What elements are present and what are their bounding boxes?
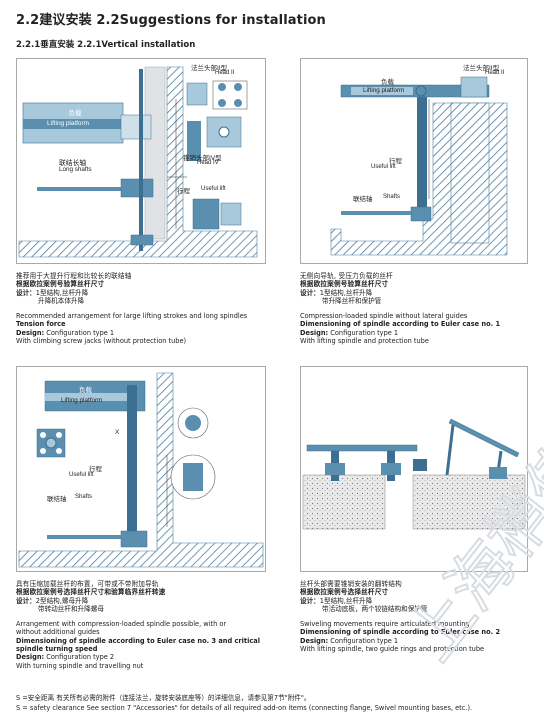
caption-1: 推荐用于大提升行程和比较长的联结轴 根据欧拉案例号验算丝杆尺寸 设计：1型结构,… [16, 272, 276, 345]
caption-3-zh3a: 设计： [16, 596, 36, 605]
caption-1-zh3b: 1型结构,丝杆升降 [35, 288, 89, 297]
diagram-panel-4 [300, 366, 528, 572]
caption-4-en2: Dimensioning of spindle according to Eul… [300, 628, 501, 637]
caption-2-en2: Dimensioning of spindle according to Eul… [300, 320, 501, 329]
caption-4-zh3b: 1型结构,丝杆升降 [319, 596, 373, 605]
caption-2-zh3a: 设计： [300, 288, 320, 297]
caption-4-zh2: 根据欧拉案例号选择丝杆尺寸 [300, 588, 389, 597]
shaft-label-en: Long shafts [59, 166, 92, 173]
caption-4-en3b: Configuration type 1 [328, 636, 399, 645]
caption-1-en1: Recommended arrangement for large liftin… [16, 312, 248, 321]
platform-label-en: Lifting platform [47, 120, 89, 127]
caption-1-en3b: Configuration type 1 [44, 328, 115, 337]
caption-1-en4: With climbing screw jacks (without prote… [16, 337, 187, 346]
wall-hatch [18, 66, 258, 258]
shaft3-zh: 联结轴 [47, 496, 67, 503]
flange2-zh: 法兰头部II型 [463, 65, 500, 72]
caption-3: 具有压缩加载丝杆的布置，可带或不带附加导轨 根据欧拉案例号选择丝杆尺寸和验算临界… [16, 580, 286, 670]
caption-1-zh4: 升降机本体升降 [38, 296, 85, 305]
caption-1-zh1: 推荐用于大提升行程和比较长的联结轴 [16, 272, 132, 280]
diagram-panel-3: 负载 Lifting platform X 行程 Useful lift 联结轴… [16, 366, 266, 572]
lift3-en: Useful lift [69, 472, 94, 478]
nut-label-zh: 锥销头部IV型 [183, 155, 222, 162]
caption-3-zh4: 带转动丝杆和升降螺母 [38, 604, 104, 613]
footer-note-zh: S =安全距离 有关所有必需的附件（连接法兰，旋转安装底座等）的详细信息，请参见… [16, 694, 311, 702]
lift-label-en: Useful lift [201, 186, 226, 192]
nut-label-en: Head IV [197, 160, 219, 166]
caption-3-zh1: 具有压缩加载丝杆的布置，可带或不带附加导轨 [16, 580, 159, 588]
caption-2-zh3b: 1型结构,丝杆升降 [319, 288, 373, 297]
x-label: X [115, 429, 120, 436]
caption-3-zh2: 根据欧拉案例号选择丝杆尺寸和验算临界丝杆转速 [16, 588, 166, 597]
flange-label-zh: 法兰头部II型 [191, 65, 228, 72]
caption-2-en4: With lifting spindle and protection tube [300, 337, 429, 346]
platform3-zh: 负载 [79, 387, 92, 394]
shaft3-en: Shafts [75, 494, 93, 500]
diagram-panel-2: 负载 Lifting platform 法兰头部II型 Head II 行程 U… [300, 58, 528, 264]
platform2-zh: 负载 [381, 79, 394, 86]
caption-3-en1: Arrangement with compression-loaded spin… [16, 620, 227, 629]
platform2-en: Lifting platform [363, 87, 405, 94]
caption-1-en3a: Design: [16, 328, 45, 337]
caption-2-zh4: 带升降丝杆和保护管 [322, 296, 382, 305]
shaft2-zh: 联结轴 [353, 196, 373, 203]
shaft2-en: Shafts [383, 194, 401, 200]
caption-3-en1b: without additional guides [16, 628, 100, 637]
flange2-en: Head II [485, 70, 505, 76]
platform-label-zh: 负载 [68, 110, 82, 117]
caption-4-en1: Swiveling movements require articulated … [300, 620, 470, 629]
caption-2-en1: Compression-loaded spindle without later… [300, 312, 468, 321]
caption-3-en3b: Configuration type 2 [44, 653, 115, 662]
shaft-label-zh: 联结长轴 [59, 160, 87, 167]
diagram-panel-1: 负载 Lifting platform 法兰头部II型 Head II 锥销头部… [16, 58, 266, 264]
caption-4-en4: With lifting spindle, two guide rings an… [300, 645, 485, 654]
caption-1-zh3a: 设计： [16, 288, 36, 297]
diagram-2-drawing [330, 76, 508, 256]
caption-1-zh2: 根据欧拉案例号验算丝杆尺寸 [16, 280, 105, 289]
caption-2-zh1: 无侧向导轨, 受压力负载的丝杆 [300, 272, 393, 280]
caption-1-en2: Tension force [16, 320, 66, 329]
caption-3-en2: Dimensioning of spindle according to Eul… [16, 636, 260, 645]
footer-note-en: S = safety clearance See section 7 "Acce… [16, 704, 473, 712]
diagram-4-drawing [302, 418, 526, 530]
caption-2: 无侧向导轨, 受压力负载的丝杆 根据欧拉案例号验算丝杆尺寸 设计：1型结构,丝杆… [300, 272, 540, 345]
caption-4-zh4: 带活动底板，两个铰链结构和保护管 [322, 604, 428, 613]
page-title: 2.2建议安装 2.2Suggestions for installation [16, 13, 326, 28]
caption-2-en3a: Design: [300, 328, 329, 337]
diagram-1-drawing [18, 66, 258, 258]
caption-2-en3b: Configuration type 1 [328, 328, 399, 337]
caption-4-zh1: 丝杆头部需要锥销安装的翻转结构 [300, 580, 402, 588]
lift-label-zh: 行程 [177, 188, 190, 195]
caption-4: 丝杆头部需要锥销安装的翻转结构 根据欧拉案例号选择丝杆尺寸 设计：1型结构,丝杆… [300, 580, 540, 653]
lift2-zh: 行程 [389, 158, 402, 165]
caption-4-en3a: Design: [300, 636, 329, 645]
lift3-zh: 行程 [89, 466, 102, 473]
section-subtitle: 2.2.1垂直安装 2.2.1Vertical installation [16, 40, 196, 50]
caption-3-en3a: Design: [16, 653, 45, 662]
diagram-3-drawing [18, 372, 264, 568]
lift2-en: Useful lift [371, 164, 396, 170]
caption-3-en4: With turning spindle and travelling nut [16, 661, 144, 670]
flange-label-en: Head II [215, 70, 235, 76]
caption-4-zh3a: 设计： [300, 596, 320, 605]
caption-3-en2b: spindle turning speed [16, 645, 98, 654]
caption-2-zh2: 根据欧拉案例号验算丝杆尺寸 [300, 280, 389, 289]
platform3-en: Lifting platform [61, 397, 103, 404]
caption-3-zh3b: 2型结构,螺母升降 [35, 596, 89, 605]
